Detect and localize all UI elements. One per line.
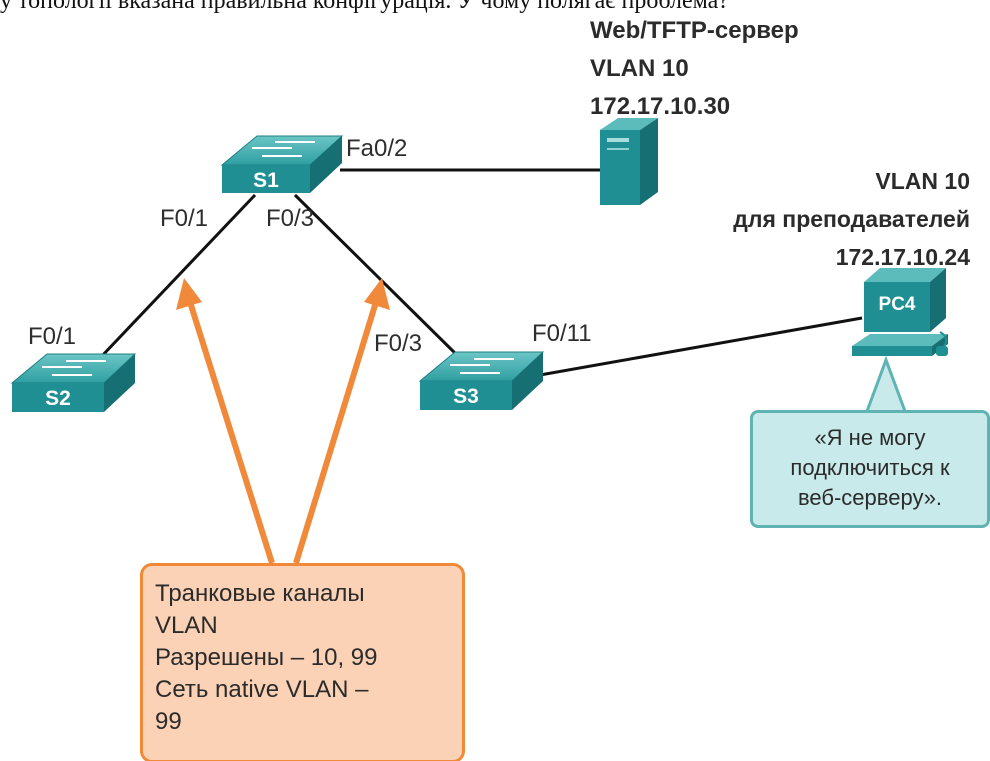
switch-s3-icon[interactable]: S3	[418, 351, 545, 410]
link-s3-pc4	[539, 316, 863, 377]
trunk-callout-line-5: 99	[155, 708, 182, 735]
arrow-to-s1-s2-link	[187, 301, 275, 564]
pc-vlan: VLAN 10	[875, 168, 970, 194]
server-info: Web/TFTP-сервер VLAN 10 172.17.10.30	[590, 12, 799, 126]
port-label-s1-f0-3: F0/3	[266, 205, 315, 232]
server-icon[interactable]	[600, 118, 658, 205]
link-s1-s2	[98, 193, 257, 360]
server-ip: 172.17.10.30	[590, 93, 731, 120]
pc-callout-pointer	[863, 355, 909, 416]
port-label-s2-f0-1: F0/1	[28, 323, 77, 350]
trunk-callout-line-1: Транковые каналы	[155, 580, 365, 607]
port-label-s1-fa0-2: Fa0/2	[346, 135, 408, 162]
server-vlan: VLAN 10	[590, 55, 689, 82]
pc-callout-line-3: веб-серверу».	[797, 485, 943, 510]
trunk-info-callout: Транковые каналы VLAN Разрешены – 10, 99…	[140, 563, 465, 761]
arrow-head-left	[176, 278, 202, 310]
pc-info: VLAN 10 для преподавателей 172.17.10.24	[733, 162, 970, 276]
link-s1-s3	[293, 193, 462, 360]
pc4-label: PC4	[879, 294, 916, 315]
arrow-head-right	[364, 278, 390, 310]
port-label-s3-f0-11: F0/11	[532, 320, 592, 347]
switch-s2-label: S2	[45, 387, 71, 410]
trunk-arrows	[176, 278, 390, 564]
port-label-s3-f0-3: F0/3	[374, 330, 423, 357]
switch-s3-label: S3	[453, 385, 479, 408]
pc-ip: 172.17.10.24	[835, 244, 970, 270]
network-links	[98, 168, 863, 377]
header-text: у топології вказана правильна конфігурац…	[0, 0, 729, 14]
switch-s1-icon[interactable]: S1	[220, 135, 344, 193]
arrow-to-s1-s3-link	[293, 301, 379, 564]
switch-s1-label: S1	[253, 169, 279, 192]
trunk-callout-line-3: Разрешены – 10, 99	[155, 644, 378, 671]
pc-role: для преподавателей	[733, 206, 970, 232]
port-label-s1-f0-1: F0/1	[160, 205, 209, 232]
trunk-callout-line-2: VLAN	[155, 612, 218, 639]
pc4-icon[interactable]: PC4	[852, 268, 948, 356]
server-name: Web/TFTP-сервер	[590, 17, 799, 44]
trunk-callout-line-4: Сеть native VLAN –	[155, 676, 369, 703]
switch-s2-icon[interactable]: S2	[10, 353, 137, 412]
pc-complaint-callout: «Я не могу подключиться к веб-серверу».	[750, 410, 990, 528]
pc-callout-line-2: подключиться к	[790, 455, 950, 480]
pc-callout-line-1: «Я не могу	[814, 425, 926, 450]
